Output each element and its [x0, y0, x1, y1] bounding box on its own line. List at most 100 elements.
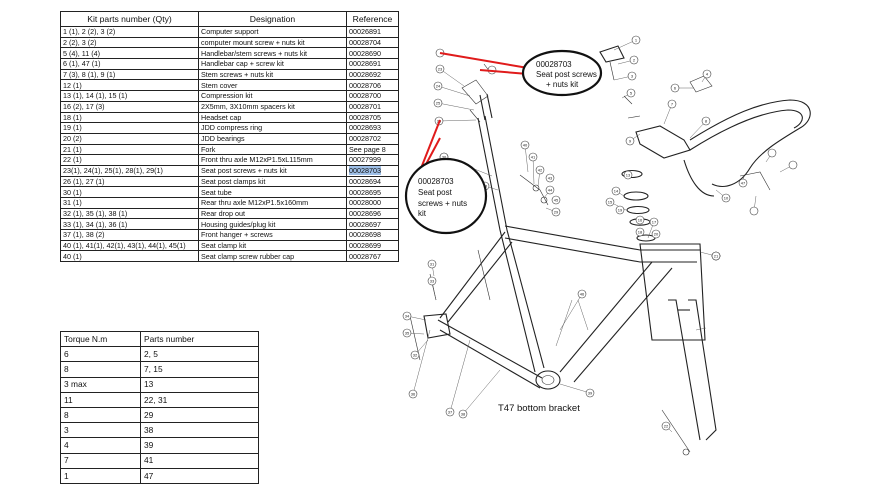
- callout-number: 32: [413, 353, 418, 358]
- callout-number: 7: [671, 102, 674, 107]
- callout-circle: [625, 136, 635, 146]
- callout-circle: [551, 207, 561, 217]
- annotation-top-line1: Seat post screws: [536, 70, 597, 79]
- callout-number: 6: [674, 86, 677, 91]
- frame-drawing: [409, 45, 811, 456]
- callout-circle: [626, 88, 636, 98]
- callout-number: 37: [448, 410, 453, 415]
- callout-circle: [528, 152, 538, 162]
- callout-number: 44: [548, 188, 553, 193]
- callout-circle: [435, 64, 445, 74]
- callout-circle: [427, 276, 437, 286]
- callout-number: 29: [554, 210, 559, 215]
- callout-circle: [788, 160, 798, 170]
- kit-parts-table: Kit parts number (Qty) Designation Refer…: [60, 11, 399, 263]
- callout-number: 34: [405, 314, 410, 319]
- callout-number: 30: [442, 155, 447, 160]
- callout-number: 20: [654, 232, 659, 237]
- leader-lines: [406, 39, 794, 433]
- callout-circle: [670, 83, 680, 93]
- callout-circle: [631, 35, 641, 45]
- callout-number: 38: [461, 412, 466, 417]
- callout-number: 41: [531, 155, 536, 160]
- red-annotation-line: [439, 52, 529, 69]
- torque-cell: 1: [60, 467, 141, 484]
- callout-circle: [711, 251, 721, 261]
- callout-circle: [611, 186, 621, 196]
- callout-number: 5: [630, 91, 633, 96]
- callout-number: 14: [614, 189, 619, 194]
- callout-number: 16: [638, 218, 643, 223]
- callout-number: 35: [405, 331, 410, 336]
- callout-number: 31: [430, 262, 435, 267]
- callout-number: 13: [626, 173, 631, 178]
- callout-circle: [635, 227, 645, 237]
- callout-circle: [635, 215, 645, 225]
- kit-parts-header: Kit parts number (Qty): [60, 11, 199, 27]
- callout-number: 15: [608, 200, 613, 205]
- callout-circle: [458, 409, 468, 419]
- callout-circle: [627, 71, 637, 81]
- callout-circle: [623, 170, 633, 180]
- callout-number: 17: [652, 220, 657, 225]
- callout-circle: [433, 81, 443, 91]
- callout-number: 1: [635, 38, 638, 43]
- annotation-left-ref: 00028703: [418, 177, 454, 186]
- callout-number: 21: [714, 254, 719, 259]
- callout-circle: [445, 407, 455, 417]
- callout-circle: [551, 195, 561, 205]
- callout-circle: [520, 140, 530, 150]
- callout-number: 47: [741, 181, 746, 186]
- callout-number: 36: [411, 392, 416, 397]
- callout-number: 45: [554, 198, 559, 203]
- callout-circle: [702, 69, 712, 79]
- callout-number: 23: [438, 67, 443, 72]
- callout-number: 42: [538, 168, 543, 173]
- parts-number-cell: 47: [140, 467, 259, 484]
- reference-cell: 00028767: [346, 250, 399, 263]
- annotation-left-line2: screws + nuts: [418, 199, 467, 208]
- callout-number: 39: [588, 391, 593, 396]
- callout-number: 43: [548, 176, 553, 181]
- callout-circle: [629, 55, 639, 65]
- callout-circle: [649, 217, 659, 227]
- designation-header: Designation: [198, 11, 347, 27]
- callout-circle: [667, 99, 677, 109]
- callout-number: 40: [523, 143, 528, 148]
- callout-circle: [545, 185, 555, 195]
- annotation-left-line3: kit: [418, 209, 427, 218]
- callout-circle: [545, 173, 555, 183]
- callout-circle: [585, 388, 595, 398]
- callout-circle: [605, 197, 615, 207]
- annotation-left: 00028703 Seat post screws + nuts kit: [404, 157, 488, 235]
- callout-number: 25: [436, 101, 441, 106]
- reference-header: Reference: [346, 11, 399, 27]
- part-callouts: 1234567891011121314151617181920212223242…: [402, 35, 798, 431]
- callout-number: 24: [436, 84, 441, 89]
- callout-circle: [661, 421, 671, 431]
- red-annotation-line: [479, 69, 529, 75]
- callout-circle: [615, 205, 625, 215]
- callout-circle: [410, 350, 420, 360]
- bottom-bracket-label: T47 bottom bracket: [498, 403, 580, 414]
- callout-circle: [651, 229, 661, 239]
- annotation-top-line2: + nuts kit: [546, 80, 579, 89]
- callout-number: 33: [430, 279, 435, 284]
- callout-circle: [577, 289, 587, 299]
- torque-table-header-row: Torque N.m Parts number: [60, 330, 259, 348]
- callout-number: 22: [664, 424, 669, 429]
- callout-circle: [749, 206, 759, 216]
- callout-circle: [427, 259, 437, 269]
- callout-circle: [402, 328, 412, 338]
- kit-table-header-row: Kit parts number (Qty) Designation Refer…: [60, 11, 399, 27]
- callout-circle: [408, 389, 418, 399]
- annotation-top-ref: 00028703: [536, 60, 572, 69]
- callout-circle: [767, 148, 777, 158]
- callout-circle: [738, 178, 748, 188]
